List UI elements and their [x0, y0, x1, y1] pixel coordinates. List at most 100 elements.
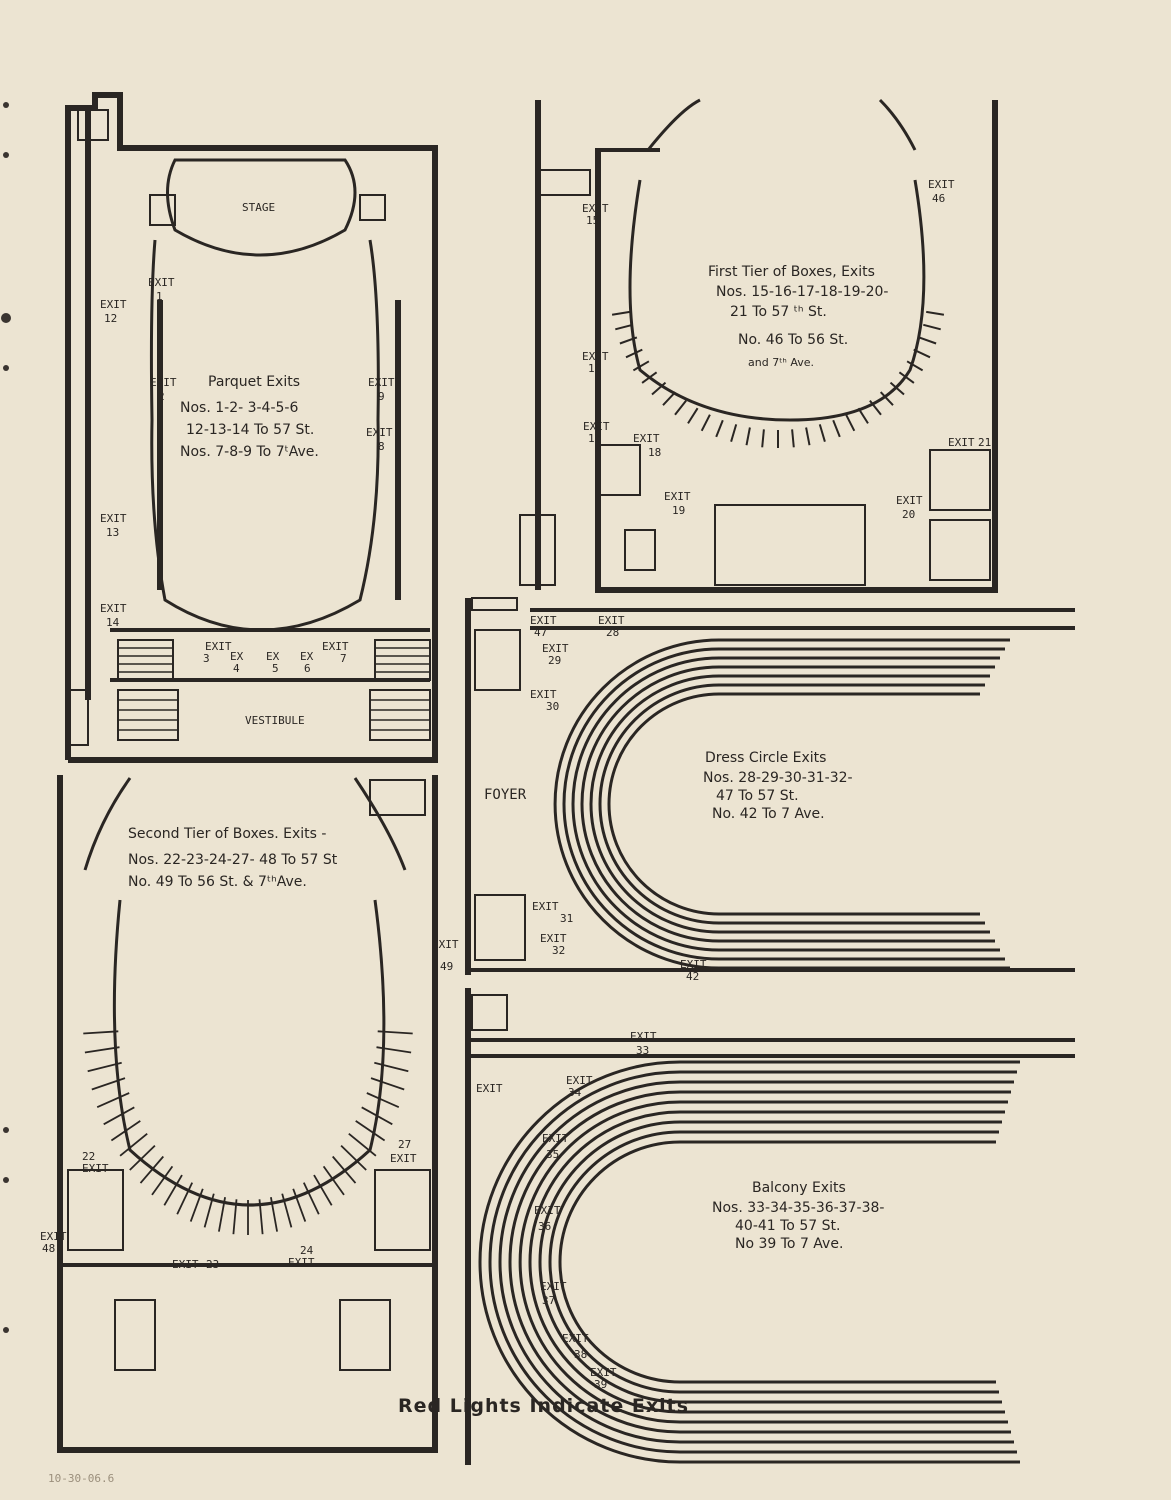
exit-number: 32 — [552, 944, 565, 957]
seating-row — [589, 674, 990, 934]
exit-label: EXIT — [680, 958, 707, 971]
exit-label: EXIT — [534, 1204, 561, 1217]
seating-row — [488, 1070, 1017, 1454]
box-partition — [119, 1133, 148, 1157]
exit-number: 48 — [42, 1242, 55, 1255]
exit-number: 3 — [203, 652, 210, 665]
box-partition — [632, 360, 650, 372]
exit-number: 34 — [568, 1086, 582, 1099]
exit-number: 36 — [538, 1220, 551, 1233]
box-partition — [332, 1155, 357, 1184]
box-partition — [879, 391, 894, 406]
box-partition — [619, 336, 638, 345]
exit-number: 12 — [104, 312, 117, 325]
box-partition — [651, 381, 667, 396]
exit-number: 23 — [206, 1258, 219, 1271]
box-partition — [906, 360, 924, 372]
box-partition — [913, 348, 931, 359]
exit-label: EXIT — [664, 490, 691, 503]
seating-row — [548, 1130, 999, 1394]
exit-label: EXIT — [150, 376, 177, 389]
exit-number: 14 — [106, 616, 120, 629]
exit-number: 7 — [340, 652, 347, 665]
exit-label: EXIT — [148, 276, 175, 289]
exit-label: EXIT — [368, 376, 395, 389]
exit-number: 28 — [606, 626, 619, 639]
exit-number: 24 — [300, 1244, 314, 1257]
exit-label: EXIT — [366, 426, 393, 439]
box-partition — [918, 336, 937, 345]
seating-row — [607, 692, 980, 916]
exit-number: 18 — [648, 446, 661, 459]
exit-label: EXIT — [432, 938, 459, 951]
stage-label: STAGE — [242, 201, 275, 214]
box-partition — [615, 323, 633, 331]
parquet-line-2: 12-13-14 To 57 St. — [186, 422, 314, 438]
dress-circle-line-3: No. 42 To 7 Ave. — [712, 806, 825, 822]
box-partition — [805, 427, 811, 446]
box-partition — [715, 419, 724, 438]
seating-row — [478, 1060, 1020, 1464]
box-partition — [857, 407, 869, 424]
exit-number: 1 — [156, 290, 163, 303]
box-partition — [370, 1077, 405, 1091]
box-partition — [292, 1188, 307, 1222]
exit-label: EXIT — [100, 512, 127, 525]
exit-label: EXIT — [532, 900, 559, 913]
exit-label: EXIT — [390, 1152, 417, 1165]
exit-label: EXIT — [205, 640, 232, 653]
first-tier-plan: First Tier of Boxes, Exits Nos. 15-16-17… — [519, 98, 998, 593]
foyer-label: FOYER — [484, 787, 527, 803]
exit-label: EXIT — [288, 1256, 315, 1269]
box-partition — [923, 323, 941, 331]
exit-number: 9 — [378, 390, 385, 403]
exit-label: EX — [300, 650, 314, 663]
seating-row — [553, 638, 1010, 970]
dress-circle-plan: FOYER Dress Circle Exits Nos. 28-29-30-3… — [465, 597, 1075, 983]
exit-number: 42 — [686, 970, 699, 983]
exit-number: 35 — [546, 1148, 559, 1161]
exit-label: EXIT — [582, 202, 609, 215]
box-partition — [232, 1199, 238, 1235]
exit-label: EXIT — [630, 1030, 657, 1043]
box-partition — [103, 1106, 135, 1126]
box-partition — [818, 424, 826, 442]
exit-number: 2 — [158, 390, 165, 403]
exit-label: EXIT — [948, 436, 975, 449]
exit-number: 22 — [82, 1150, 95, 1163]
exit-label: EXIT — [82, 1162, 109, 1175]
exit-label: EXIT — [476, 1082, 503, 1095]
box-partition — [674, 399, 687, 416]
box-partition — [176, 1182, 194, 1215]
exit-label: EXIT — [928, 178, 955, 191]
exit-label: EXIT — [542, 1132, 569, 1145]
box-partition — [745, 427, 751, 446]
box-partition — [687, 407, 699, 424]
caption: Red Lights Indicate Exits — [398, 1395, 689, 1417]
first-tier-line-4: and 7ᵗʰ Ave. — [748, 356, 814, 369]
exit-number: 49 — [440, 960, 453, 973]
exit-label: EXIT — [172, 1258, 199, 1271]
exit-label: EXIT — [322, 640, 349, 653]
dress-circle-title: Dress Circle Exits — [705, 750, 826, 766]
exit-label: EXIT — [530, 614, 557, 627]
dress-circle-line-2: 47 To 57 St. — [716, 788, 799, 804]
parquet-line-1: Nos. 1-2- 3-4-5-6 — [180, 400, 298, 416]
box-partition — [270, 1197, 278, 1232]
exit-label: EXIT — [896, 494, 923, 507]
second-tier-plan: Second Tier of Boxes. Exits - Nos. 22-23… — [40, 775, 459, 1453]
box-partition — [355, 1120, 386, 1142]
exit-label: EXIT — [100, 298, 127, 311]
exit-number: 13 — [106, 526, 119, 539]
exit-number: 20 — [902, 508, 915, 521]
exit-label: EXIT — [566, 1074, 593, 1087]
seating-row — [580, 665, 995, 943]
box-partition — [83, 1030, 119, 1035]
box-partition — [869, 399, 882, 416]
seating-row — [528, 1110, 1005, 1414]
exit-number: 30 — [546, 700, 559, 713]
box-partition — [84, 1046, 120, 1054]
box-partition — [151, 1165, 174, 1196]
box-partition — [377, 1030, 413, 1035]
